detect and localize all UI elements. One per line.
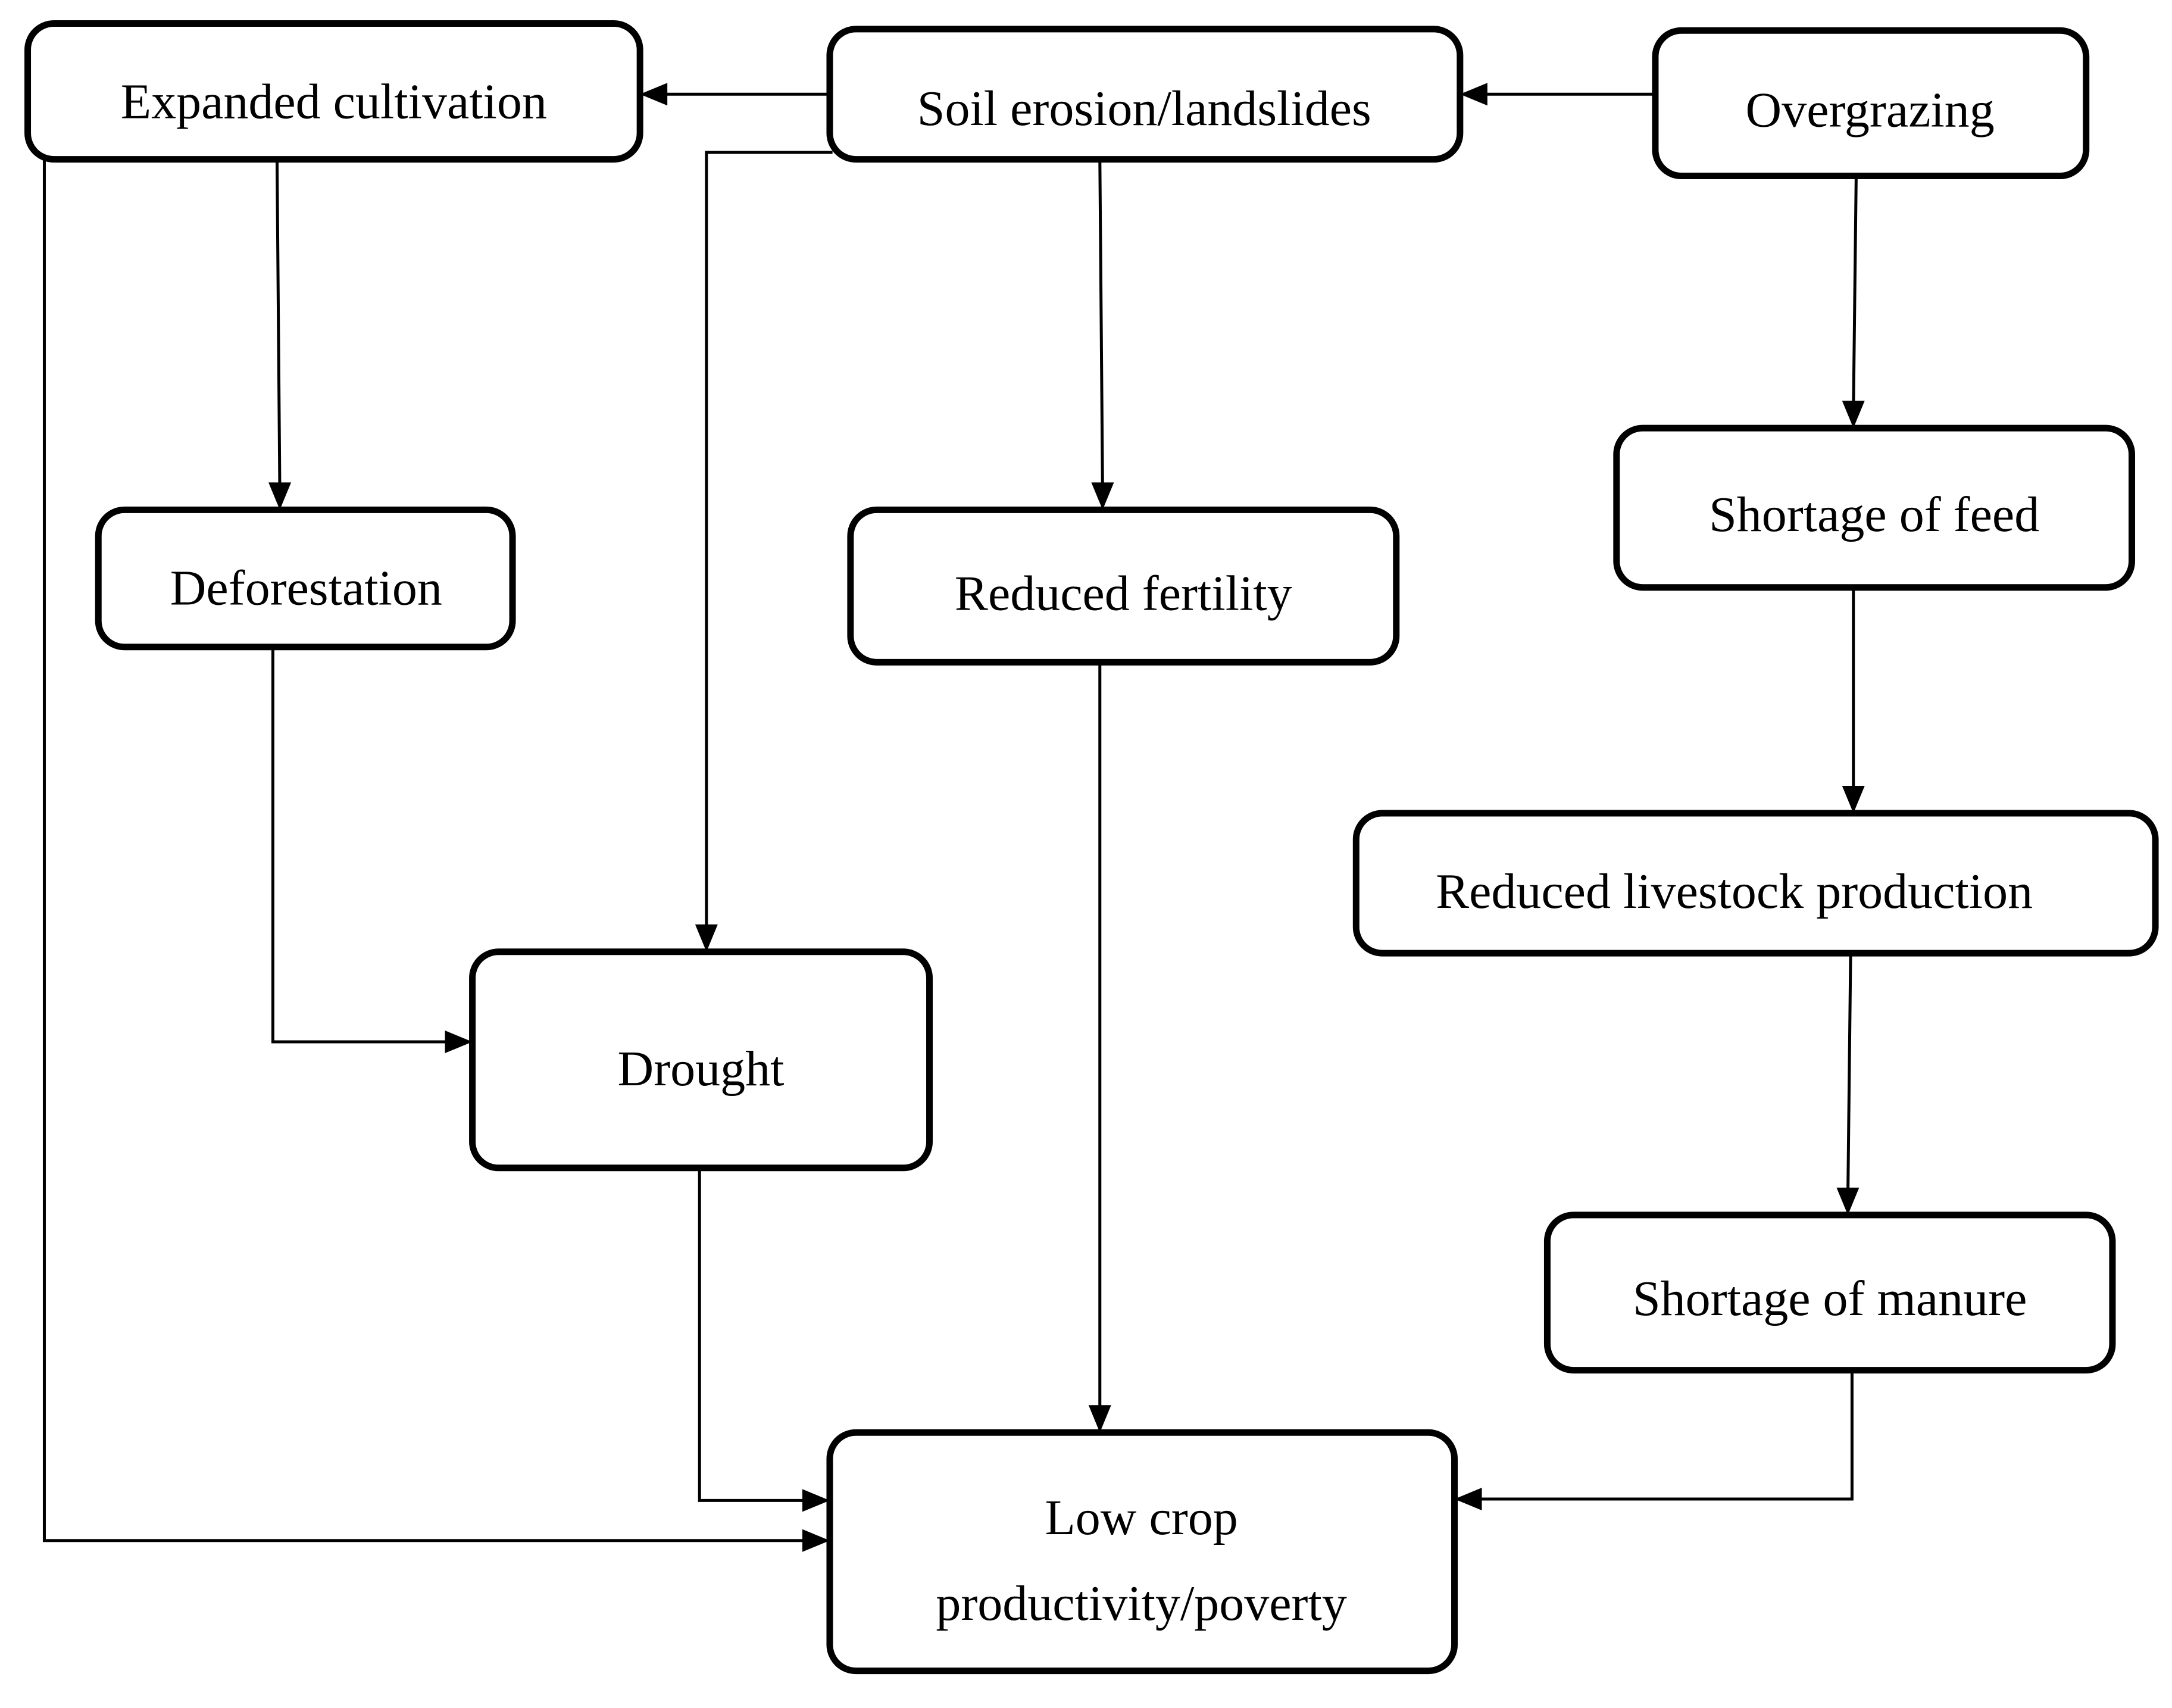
- edge-soil-erosion-to-expanded-cultivation: [640, 83, 830, 106]
- node-box: [1352, 810, 2159, 957]
- edge-soil-erosion-to-reduced-fertility: [1091, 159, 1114, 510]
- arrowhead-icon: [445, 1031, 473, 1054]
- arrowhead-icon: [802, 1529, 830, 1552]
- arrowhead-icon: [1454, 1487, 1482, 1510]
- edge-reduced-livestock-to-shortage-manure: [1836, 953, 1860, 1215]
- node-drought: Drought: [469, 948, 933, 1172]
- arrowhead-icon: [802, 1489, 830, 1512]
- arrowhead-icon: [1091, 482, 1114, 510]
- arrowhead-icon: [1842, 786, 1865, 814]
- node-shortage-manure: Shortage of manure: [1543, 1211, 2116, 1374]
- edge-line: [275, 159, 282, 494]
- edge-line: [1846, 953, 1852, 1199]
- edge-deforestation-to-drought: [271, 647, 473, 1054]
- edge-line: [1098, 159, 1104, 494]
- node-label: Reduced livestock production: [1436, 864, 2033, 919]
- edge-line: [271, 647, 456, 1044]
- node-expanded-cultivation: Expanded cultivation: [24, 20, 643, 163]
- node-label: productivity/poverty: [936, 1576, 1347, 1631]
- node-label: Shortage of manure: [1633, 1271, 2027, 1326]
- arrowhead-icon: [1836, 1187, 1860, 1215]
- edge-expanded-cultivation-to-low-crop: [42, 159, 830, 1552]
- node-box: [847, 506, 1400, 666]
- node-label: Low crop: [1045, 1490, 1237, 1545]
- node-label: Deforestation: [170, 560, 442, 616]
- node-label: Drought: [618, 1041, 785, 1097]
- node-overgrazing: Overgrazing: [1652, 27, 2090, 180]
- node-box: [469, 948, 933, 1172]
- edge-line: [42, 159, 814, 1542]
- node-box: [95, 506, 516, 651]
- node-box: [1652, 27, 2090, 180]
- edge-drought-to-low-crop: [698, 1167, 830, 1512]
- arrowhead-icon: [1088, 1405, 1111, 1433]
- edge-reduced-fertility-to-low-crop: [1088, 662, 1111, 1433]
- edge-shortage-manure-to-low-crop: [1454, 1370, 1854, 1510]
- node-reduced-livestock: Reduced livestock production: [1352, 810, 2159, 957]
- node-box: [1613, 424, 2136, 591]
- node-shortage-feed: Shortage of feed: [1613, 424, 2136, 591]
- node-box: [826, 1429, 1458, 1675]
- edge-shortage-feed-to-reduced-livestock: [1842, 587, 1865, 814]
- node-label: Soil erosion/landslides: [917, 81, 1371, 136]
- edge-line: [1852, 176, 1858, 412]
- nodes-layer: Expanded cultivation Soil erosion/landsli…: [24, 20, 2159, 1675]
- edge-overgrazing-to-soil-erosion: [1460, 83, 1655, 106]
- arrowhead-icon: [1842, 401, 1865, 429]
- node-deforestation: Deforestation: [95, 506, 516, 651]
- node-soil-erosion: Soil erosion/landslides: [826, 26, 1464, 163]
- node-box: [1543, 1211, 2116, 1374]
- node-label: Overgrazing: [1746, 82, 1995, 138]
- node-label: Expanded cultivation: [121, 74, 547, 129]
- edges-layer: [42, 83, 1865, 1552]
- edge-line: [705, 151, 833, 936]
- edge-soil-erosion-to-drought: [695, 151, 833, 952]
- edge-line: [1471, 1370, 1854, 1501]
- arrowhead-icon: [640, 83, 668, 106]
- edge-expanded-cultivation-to-deforestation: [268, 159, 292, 510]
- arrowhead-icon: [268, 482, 292, 510]
- edge-overgrazing-to-shortage-feed: [1842, 176, 1865, 429]
- edge-line: [698, 1167, 814, 1502]
- arrowhead-icon: [695, 924, 718, 952]
- node-label: Shortage of feed: [1709, 487, 2039, 542]
- arrowhead-icon: [1460, 83, 1487, 106]
- node-box: [24, 20, 643, 163]
- node-box: [826, 26, 1464, 163]
- node-label: Reduced fertility: [955, 566, 1292, 622]
- node-reduced-fertility: Reduced fertility: [847, 506, 1400, 666]
- node-low-crop: Low crop productivity/poverty: [826, 1429, 1458, 1675]
